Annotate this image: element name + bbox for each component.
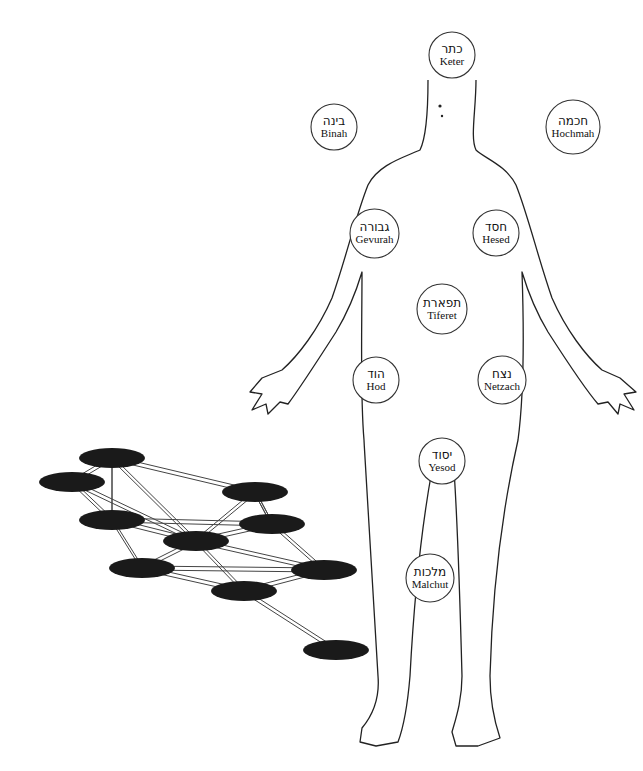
hebrew-name: הוד bbox=[367, 368, 385, 381]
tree-disc bbox=[109, 558, 175, 578]
english-name: Hochmah bbox=[552, 128, 595, 140]
hebrew-name: חכמה bbox=[558, 115, 588, 128]
body-outline bbox=[250, 80, 636, 746]
face-mark bbox=[441, 115, 443, 117]
english-name: Keter bbox=[440, 56, 464, 68]
hebrew-name: מלכות bbox=[414, 566, 446, 579]
english-name: Tiferet bbox=[427, 310, 457, 322]
face-mark bbox=[438, 104, 441, 107]
hebrew-name: גבורה bbox=[360, 221, 390, 234]
english-name: Yesod bbox=[428, 462, 455, 474]
sefira-circle: מלכותMalchut bbox=[405, 553, 455, 603]
tree-disc bbox=[79, 448, 145, 468]
english-name: Hod bbox=[367, 381, 386, 393]
english-name: Netzach bbox=[484, 381, 520, 393]
hebrew-name: נצח bbox=[492, 368, 512, 381]
sefira-circle: כתרKeter bbox=[428, 31, 476, 79]
hebrew-name: כתר bbox=[441, 43, 462, 56]
sefira-circle: הודHod bbox=[352, 356, 400, 404]
tree-disc bbox=[39, 472, 105, 492]
english-name: Gevurah bbox=[356, 234, 394, 246]
tree-disc bbox=[239, 514, 305, 534]
sefira-circle: נצחNetzach bbox=[477, 355, 527, 405]
english-name: Binah bbox=[321, 128, 347, 140]
english-name: Malchut bbox=[412, 579, 449, 591]
sefira-circle: בינהBinah bbox=[310, 103, 358, 151]
hebrew-name: בינה bbox=[323, 115, 345, 128]
tree-of-life-illustration bbox=[72, 456, 336, 652]
hebrew-name: תפארת bbox=[423, 297, 461, 310]
sefira-circle: תפארתTiferet bbox=[416, 283, 468, 335]
hebrew-name: חסד bbox=[485, 221, 507, 234]
tree-path-line bbox=[112, 460, 196, 543]
tree-disc bbox=[211, 581, 277, 601]
tree-disc bbox=[222, 482, 288, 502]
tree-disc bbox=[303, 640, 369, 660]
sefira-circle: חסדHesed bbox=[472, 209, 520, 257]
sefira-circle: חכמהHochmah bbox=[545, 99, 601, 155]
sefira-circle: יסודYesod bbox=[418, 437, 466, 485]
tree-disc bbox=[79, 510, 145, 530]
sefira-circle: גבורהGevurah bbox=[349, 208, 400, 259]
tree-discs bbox=[39, 448, 369, 660]
english-name: Hesed bbox=[482, 234, 510, 246]
tree-disc bbox=[291, 560, 357, 580]
hebrew-name: יסוד bbox=[432, 449, 452, 462]
tree-disc bbox=[163, 531, 229, 551]
